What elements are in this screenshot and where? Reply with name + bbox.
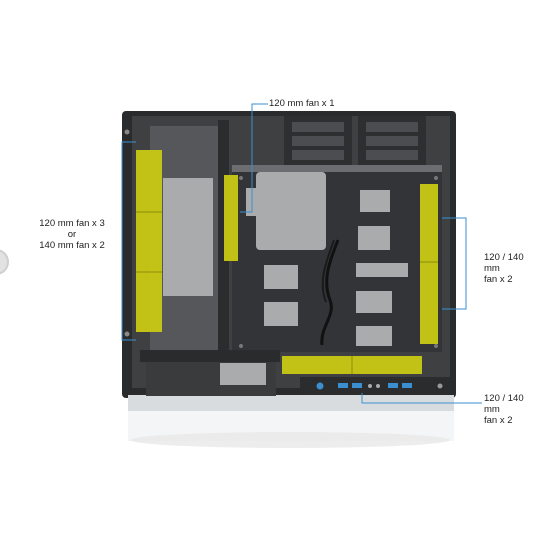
- cutout-7: [264, 302, 298, 326]
- power-button: [316, 382, 324, 390]
- pc-case: [122, 111, 456, 448]
- label-bottom-fan: 120 / 140 mm fan x 2: [484, 393, 524, 426]
- callout-bottom: [361, 393, 482, 404]
- callout-top: [240, 103, 268, 213]
- cable-bundle: [320, 239, 340, 346]
- cutout-5: [356, 326, 392, 346]
- psu-shelf: [140, 350, 280, 362]
- cutout-2: [358, 226, 390, 250]
- callout-lines: [121, 103, 482, 404]
- label-right-fan: 120 / 140 mm fan x 2: [484, 252, 524, 285]
- cutout-1: [360, 190, 390, 212]
- cutout-4: [356, 291, 392, 313]
- left-chamber-panel: [163, 178, 213, 296]
- cutout-6: [264, 265, 298, 289]
- front-io-panel: [300, 377, 450, 395]
- label-top-fan: 120 mm fan x 1: [269, 98, 335, 109]
- cpu-cutout: [256, 172, 326, 250]
- tray-rail: [232, 165, 442, 172]
- divider-pillar: [218, 120, 229, 352]
- callout-left: [121, 141, 136, 341]
- fan-zone-top: [224, 175, 238, 261]
- case-bottom-edge: [128, 395, 454, 411]
- callout-right: [442, 217, 467, 310]
- psu-panel: [220, 363, 266, 385]
- edge-remnant-circle: [0, 249, 9, 275]
- cutout-3: [356, 263, 408, 277]
- fan-zone-right: [420, 184, 438, 344]
- label-left-fan: 120 mm fan x 3 or 140 mm fan x 2: [39, 218, 105, 251]
- fan-zones: [136, 150, 438, 374]
- fan-zone-left: [136, 150, 162, 332]
